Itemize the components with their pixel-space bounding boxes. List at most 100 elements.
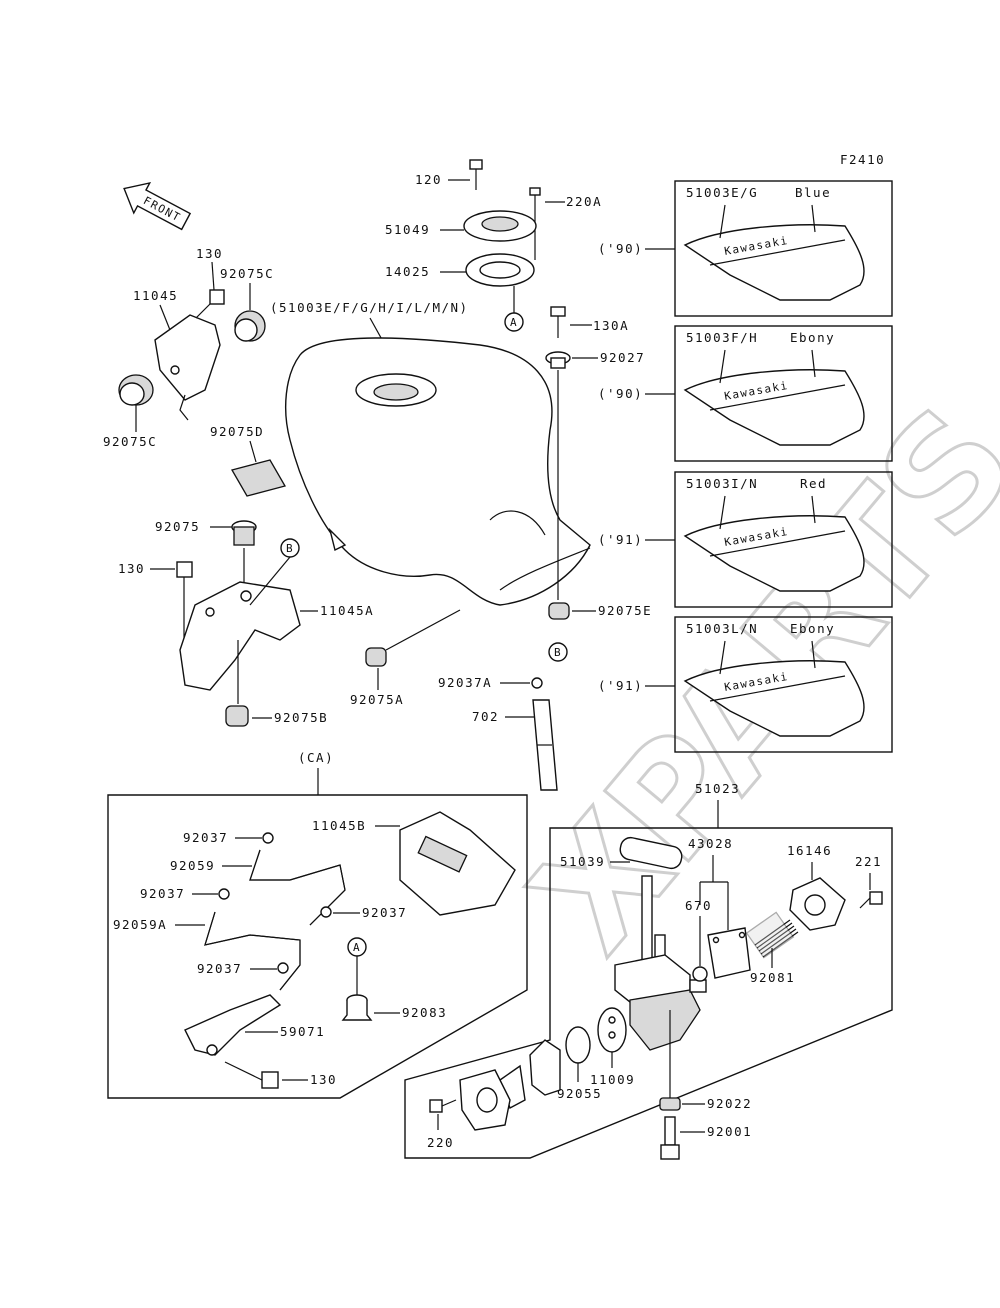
ca-group-box: [107, 794, 528, 1099]
o-ring-670: [692, 966, 708, 982]
label-92027: 92027: [600, 350, 645, 365]
label-11045B: 11045B: [312, 818, 366, 833]
hose-92059A: [204, 911, 301, 991]
label-92037-1: 92037: [183, 830, 228, 845]
label-92075: 92075: [155, 519, 200, 534]
bracket-11045: [154, 314, 221, 421]
gasket-plate: [459, 1069, 511, 1131]
label-670: 670: [685, 898, 712, 913]
label-51049: 51049: [385, 222, 430, 237]
damper-92075: [231, 520, 257, 546]
bracket-59071: [184, 994, 282, 1056]
callout-b-right-letter: B: [554, 646, 562, 659]
clip-92037-1: [262, 832, 274, 844]
fuel-cock-body: [614, 875, 707, 1051]
panel-4: 51003L/N Ebony Kawasaki: [674, 616, 893, 753]
washer-92022: [659, 1097, 681, 1111]
diaphragm-cover-43028: [707, 927, 751, 979]
panel-4-part: 51003L/N: [686, 621, 758, 636]
pad-92075D: [231, 459, 286, 497]
panel-4-year: ('91): [598, 678, 643, 693]
panel-2: 51003F/H Ebony Kawasaki: [674, 325, 893, 462]
label-130-ca: 130: [310, 1072, 337, 1087]
label-92055: 92055: [557, 1086, 602, 1101]
label-220: 220: [427, 1135, 454, 1150]
label-11009: 11009: [590, 1072, 635, 1087]
panel-1-color: Blue: [795, 185, 831, 200]
label-702: 702: [472, 709, 499, 724]
clip-92037-3: [320, 906, 332, 918]
label-92037-4: 92037: [197, 961, 242, 976]
panel-1: 51003E/G Blue Kawasaki: [674, 180, 893, 317]
fuel-tank-51003: [285, 337, 591, 606]
label-14025: 14025: [385, 264, 430, 279]
fuel-cap-51049: [463, 210, 537, 242]
collar-92027: [545, 351, 571, 369]
label-11045: 11045: [133, 288, 178, 303]
label-92037A: 92037A: [438, 675, 492, 690]
panel-1-part: 51003E/G: [686, 185, 758, 200]
damper-92075C-top: [234, 310, 266, 342]
gasket-51039: [619, 836, 683, 870]
bolt-130A: [550, 306, 566, 338]
label-11045A: 11045A: [320, 603, 374, 618]
bolt-130-ca: [224, 1061, 279, 1089]
label-130A: 130A: [593, 318, 629, 333]
damper-92075A: [365, 647, 387, 667]
fuel-cock-box: [404, 827, 893, 1159]
bolt-92001: [660, 1116, 680, 1160]
panel-3-part: 51003I/N: [686, 476, 758, 491]
bolt-120: [469, 159, 483, 190]
damper-92075E: [548, 602, 570, 620]
clip-92037A: [531, 677, 543, 689]
front-arrow-icon: FRONT: [123, 181, 192, 231]
panel-2-part: 51003F/H: [686, 330, 758, 345]
bolt-130-top: [195, 289, 225, 319]
group-ca-label: (CA): [298, 750, 334, 765]
hose-92059: [249, 849, 346, 926]
label-92022: 92022: [707, 1096, 752, 1111]
tank-variants: (51003E/F/G/H/I/L/M/N): [270, 300, 469, 315]
label-92075C-top: 92075C: [220, 266, 274, 281]
bracket-11045A: [179, 581, 301, 691]
clip-92037-2: [218, 888, 230, 900]
hose-702: [532, 699, 558, 791]
panel-2-year: ('90): [598, 386, 643, 401]
callout-b-left-letter: B: [286, 542, 294, 555]
label-92059: 92059: [170, 858, 215, 873]
label-51023: 51023: [695, 781, 740, 796]
screw-220: [429, 1099, 457, 1113]
callout-a-letter: A: [510, 316, 518, 329]
label-43028: 43028: [688, 836, 733, 851]
label-16146: 16146: [787, 843, 832, 858]
label-92075D: 92075D: [210, 424, 264, 439]
label-92001: 92001: [707, 1124, 752, 1139]
label-59071: 59071: [280, 1024, 325, 1039]
gasket-14025: [465, 253, 535, 287]
screw-221: [859, 891, 883, 909]
label-92059A: 92059A: [113, 917, 167, 932]
label-92083: 92083: [402, 1005, 447, 1020]
panel-3-color: Red: [800, 476, 827, 491]
panel-2-color: Ebony: [790, 330, 835, 345]
label-92075E: 92075E: [598, 603, 652, 618]
panel-1-year: ('90): [598, 241, 643, 256]
o-ring-92055: [565, 1026, 591, 1064]
label-92037-3: 92037: [362, 905, 407, 920]
label-92075B: 92075B: [274, 710, 328, 725]
label-92081: 92081: [750, 970, 795, 985]
label-220A: 220A: [566, 194, 602, 209]
damper-92075C-bottom: [118, 374, 154, 406]
panel-4-color: Ebony: [790, 621, 835, 636]
label-221: 221: [855, 854, 882, 869]
callout-a-ca-letter: A: [353, 941, 361, 954]
label-92037-2: 92037: [140, 886, 185, 901]
label-130-top: 130: [196, 246, 223, 261]
label-120: 120: [415, 172, 442, 187]
label-51039: 51039: [560, 854, 605, 869]
figure-code: F2410: [840, 152, 885, 167]
cap-16146: [789, 877, 846, 931]
panel-3-year: ('91): [598, 532, 643, 547]
